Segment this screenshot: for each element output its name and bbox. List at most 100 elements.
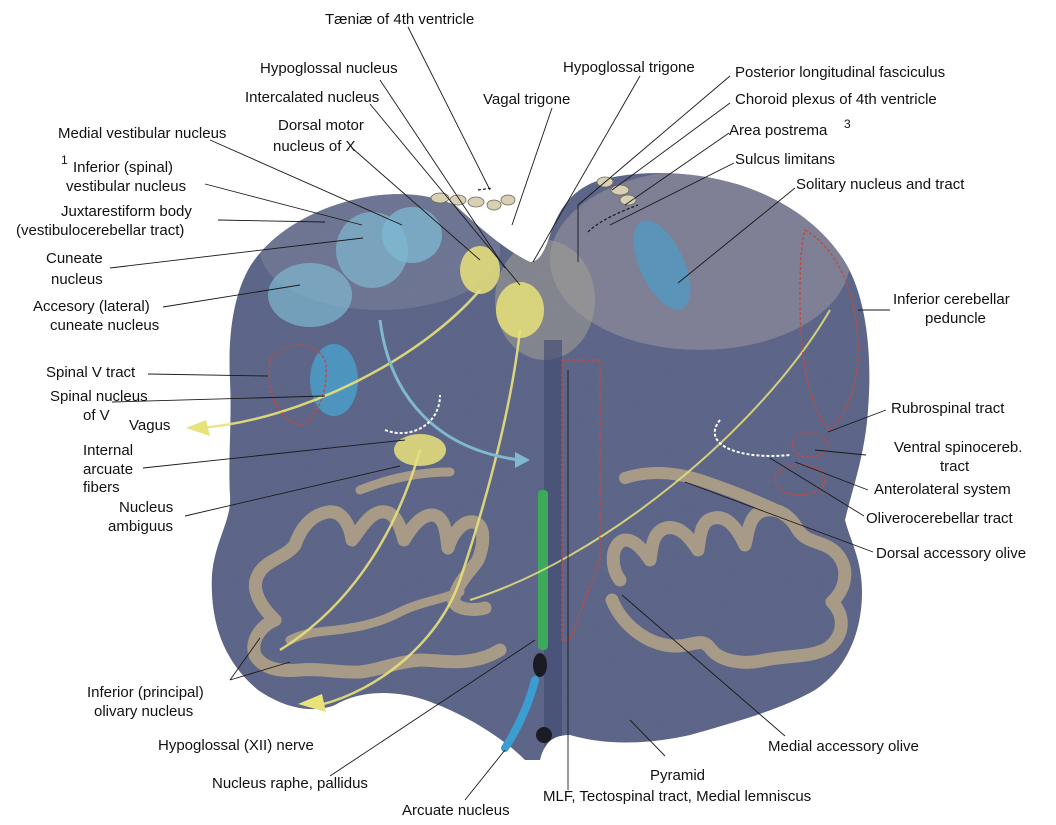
motor-nuclei xyxy=(394,246,544,466)
label-sulcus-limitans: Sulcus limitans xyxy=(735,151,835,168)
label-nucleus-ambiguus-line1: Nucleus xyxy=(119,499,173,516)
solitary-nucleus-shape xyxy=(633,220,691,310)
leader-ventral-spinocereb xyxy=(814,449,867,456)
fringe-c xyxy=(467,196,485,208)
leader-hypoglossal-trigone xyxy=(532,75,641,263)
leader-sulcus-limitans xyxy=(609,162,735,226)
hypoglossal-fiber-path xyxy=(319,329,522,707)
dorsal-accessory-arc-left xyxy=(384,394,441,435)
label-inferior-olivary-line2: olivary nucleus xyxy=(94,703,193,720)
label-area-postrema: Area postrema xyxy=(729,122,828,139)
leader-posterior-longitudinal xyxy=(577,75,731,262)
label-choroid-plexus: Choroid plexus of 4th ventricle xyxy=(735,91,937,108)
label-inferior-cerebellar-line1: Inferior cerebellar xyxy=(893,291,1010,308)
leader-olivocerebellar xyxy=(769,457,865,517)
label-inferior-cerebellar-line2: peduncle xyxy=(925,310,986,327)
internal-arcuate-fiber-path xyxy=(378,319,521,462)
label-internal-arcuate-line3: fibers xyxy=(83,479,120,496)
inferior-olive-left xyxy=(247,505,507,679)
label-area-postrema-marker: 3 xyxy=(844,117,851,131)
fringe-g xyxy=(610,184,630,196)
label-medial-accessory-olive: Medial accessory olive xyxy=(768,738,919,755)
label-spinal-v-nucleus-line1: Spinal nucleus xyxy=(50,388,148,405)
inferior-olive-right xyxy=(605,503,852,669)
leader-medial-accessory-olive xyxy=(621,594,786,737)
leader-medial-vestibular xyxy=(209,139,403,226)
label-internal-arcuate-line1: Internal xyxy=(83,442,133,459)
label-rubrospinal-tract: Rubrospinal tract xyxy=(891,400,1005,417)
internal-arcuate-arrowhead xyxy=(515,452,530,468)
leader-rubrospinal xyxy=(827,409,887,433)
label-medial-vestibular-nucleus: Medial vestibular nucleus xyxy=(58,125,226,142)
inferior-vestibular-nucleus-shape xyxy=(336,212,408,288)
label-spinal-v-nucleus-line2: of V xyxy=(83,407,110,424)
leader-lines xyxy=(109,26,890,801)
label-inferior-vestibular-line1: Inferior (spinal) xyxy=(73,159,173,176)
leader-accessory-cuneate xyxy=(162,284,301,308)
label-ventral-spinocereb-line1: Ventral spinocereb. xyxy=(894,439,1022,456)
dorsal-pale-region-right xyxy=(550,173,850,350)
label-pyramid: Pyramid xyxy=(650,767,705,784)
label-internal-arcuate-line2: arcuate xyxy=(83,461,133,478)
rubrospinal-outline xyxy=(791,432,829,458)
motor-fibers xyxy=(199,289,522,707)
ventral-spinocerebellar-outline xyxy=(774,464,826,496)
cuneate-nucleus-shape xyxy=(268,263,352,327)
leader-raphe-pallidus xyxy=(329,639,536,777)
fringe-e xyxy=(500,194,516,206)
dorsal-accessory-olive-right xyxy=(619,466,786,518)
fringe-a xyxy=(430,192,450,204)
label-arcuate-nucleus: Arcuate nucleus xyxy=(402,802,510,819)
label-dorsal-accessory-olive: Dorsal accessory olive xyxy=(876,545,1026,562)
label-anterolateral-system: Anterolateral system xyxy=(874,481,1011,498)
dorsal-accessory-arc-right xyxy=(713,419,791,457)
label-cuneate-line2: nucleus xyxy=(51,271,103,288)
label-accessory-cuneate-line1: Accesory (lateral) xyxy=(33,298,150,315)
label-inferior-olivary-line1: Inferior (principal) xyxy=(87,684,204,701)
leader-pyramid xyxy=(629,719,666,757)
fringe-h xyxy=(619,194,637,206)
leader-hypoglossal-nucleus xyxy=(379,79,506,269)
label-juxtarestiform-line2: (vestibulocerebellar tract) xyxy=(16,222,184,239)
sensory-nuclei xyxy=(268,207,691,416)
leader-area-postrema xyxy=(624,132,730,206)
leader-inferior-olivary-b xyxy=(229,661,291,681)
vagus-nerve-stub xyxy=(186,420,210,436)
label-ventral-spinocereb-line2: tract xyxy=(940,458,970,475)
leader-choroid-plexus xyxy=(611,102,731,191)
medulla-section xyxy=(186,173,870,760)
fringe-d xyxy=(486,199,502,211)
leader-inferior-olivary-a xyxy=(229,637,261,681)
label-dorsal-motor-line2: nucleus of X xyxy=(273,138,356,155)
leader-intercalated-nucleus xyxy=(369,103,521,286)
spinal-v-nucleus-shape xyxy=(310,344,358,416)
label-accessory-cuneate-line2: cuneate nucleus xyxy=(50,317,159,334)
leader-arcuate-nucleus xyxy=(464,749,506,801)
leader-cuneate xyxy=(109,237,364,269)
tract-outlines xyxy=(268,228,859,641)
label-mlf-tracts: MLF, Tectospinal tract, Medial lemniscus xyxy=(543,788,811,805)
ventral-fissure-lower xyxy=(536,727,552,743)
leader-inferior-vestibular xyxy=(204,183,363,226)
label-olivocerebellar-tract: Oliverocerebellar tract xyxy=(866,510,1014,527)
label-spinal-v-tract: Spinal V tract xyxy=(46,364,136,381)
label-solitary-nucleus: Solitary nucleus and tract xyxy=(796,176,965,193)
label-hypoglossal-trigone: Hypoglossal trigone xyxy=(563,59,695,76)
leader-dorsal-motor xyxy=(351,147,481,261)
leader-solitary xyxy=(677,187,796,284)
label-inferior-vestibular-line2: vestibular nucleus xyxy=(66,178,186,195)
vagus-fiber-path xyxy=(199,289,481,430)
inferior-cerebellar-peduncle-outline xyxy=(799,228,859,431)
labels: Tæniæ of 4th ventricle Hypoglossal nucle… xyxy=(16,11,1026,819)
label-vagal-trigone: Vagal trigone xyxy=(483,91,570,108)
dorsal-motor-x-shape xyxy=(460,246,500,294)
hypoglossal-nerve-stub xyxy=(298,694,326,712)
leader-anterolateral xyxy=(794,461,869,491)
arcuate-nucleus-shape xyxy=(501,676,539,752)
leader-juxtarestiform xyxy=(217,219,326,223)
label-inferior-vestibular-marker: 1 xyxy=(61,153,68,167)
ambiguus-fiber-path xyxy=(279,449,422,652)
label-hypoglossal-nerve: Hypoglossal (XII) nerve xyxy=(158,737,314,754)
label-nucleus-ambiguus-line2: ambiguus xyxy=(108,518,173,535)
